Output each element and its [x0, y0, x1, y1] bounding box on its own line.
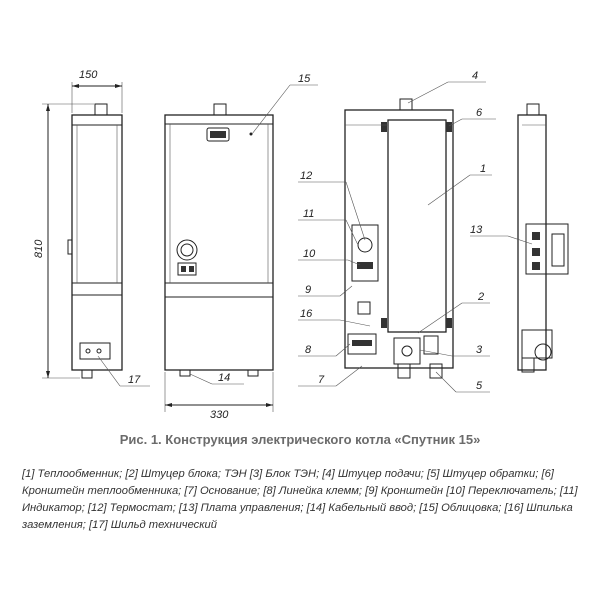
- svg-text:9: 9: [305, 284, 311, 296]
- svg-text:10: 10: [303, 248, 316, 260]
- callout-2: 2: [417, 291, 490, 334]
- dimension-depth: 150: [71, 69, 123, 113]
- callout-11: 11: [298, 208, 359, 246]
- side-view-left: [67, 103, 123, 379]
- dimension-width-label: 330: [210, 409, 229, 420]
- svg-text:11: 11: [303, 208, 314, 220]
- boiler-drawing: 150 810 330: [33, 69, 569, 420]
- figure-legend: [1] Теплообменник; [2] Штуцер блока; ТЭН…: [22, 468, 578, 531]
- svg-text:14: 14: [218, 372, 230, 384]
- technical-drawing-svg: 150 810 330: [33, 69, 569, 420]
- callout-8: 8: [298, 343, 351, 357]
- callout-3: 3: [419, 344, 490, 357]
- svg-text:4: 4: [472, 70, 478, 82]
- side-view-right: [517, 103, 569, 373]
- svg-text:16: 16: [300, 308, 313, 320]
- svg-text:7: 7: [318, 374, 325, 386]
- svg-text:13: 13: [470, 224, 483, 236]
- callout-15: 15: [251, 73, 318, 135]
- callouts: 15 4 6 1 12 11 10: [97, 70, 533, 393]
- dimension-height: 810: [33, 103, 94, 379]
- svg-text:1: 1: [480, 163, 486, 175]
- callout-7: 7: [298, 365, 363, 387]
- front-view-open: [344, 98, 454, 379]
- dimension-height-label: 810: [33, 239, 45, 258]
- svg-text:3: 3: [476, 344, 483, 356]
- svg-text:12: 12: [300, 170, 312, 182]
- svg-text:6: 6: [476, 107, 483, 119]
- callout-13: 13: [470, 224, 533, 245]
- callout-6: 6: [448, 107, 496, 127]
- callout-12: 12: [298, 170, 366, 241]
- callout-4: 4: [407, 70, 486, 104]
- figure-caption: Рис. 1. Конструкция электрического котла…: [119, 432, 481, 447]
- callout-10: 10: [298, 248, 361, 266]
- front-view-cover: [164, 103, 274, 377]
- dimension-width: 330: [164, 372, 274, 420]
- callout-5: 5: [435, 371, 490, 393]
- svg-text:5: 5: [476, 380, 483, 392]
- callout-1: 1: [427, 163, 492, 206]
- dimension-depth-label: 150: [79, 69, 98, 81]
- svg-text:15: 15: [298, 73, 311, 85]
- callout-16: 16: [298, 308, 371, 327]
- callout-9: 9: [298, 284, 353, 297]
- callout-14: 14: [189, 372, 244, 385]
- callout-17: 17: [97, 355, 150, 387]
- svg-text:2: 2: [477, 291, 484, 303]
- svg-text:17: 17: [128, 374, 141, 386]
- svg-text:8: 8: [305, 344, 312, 356]
